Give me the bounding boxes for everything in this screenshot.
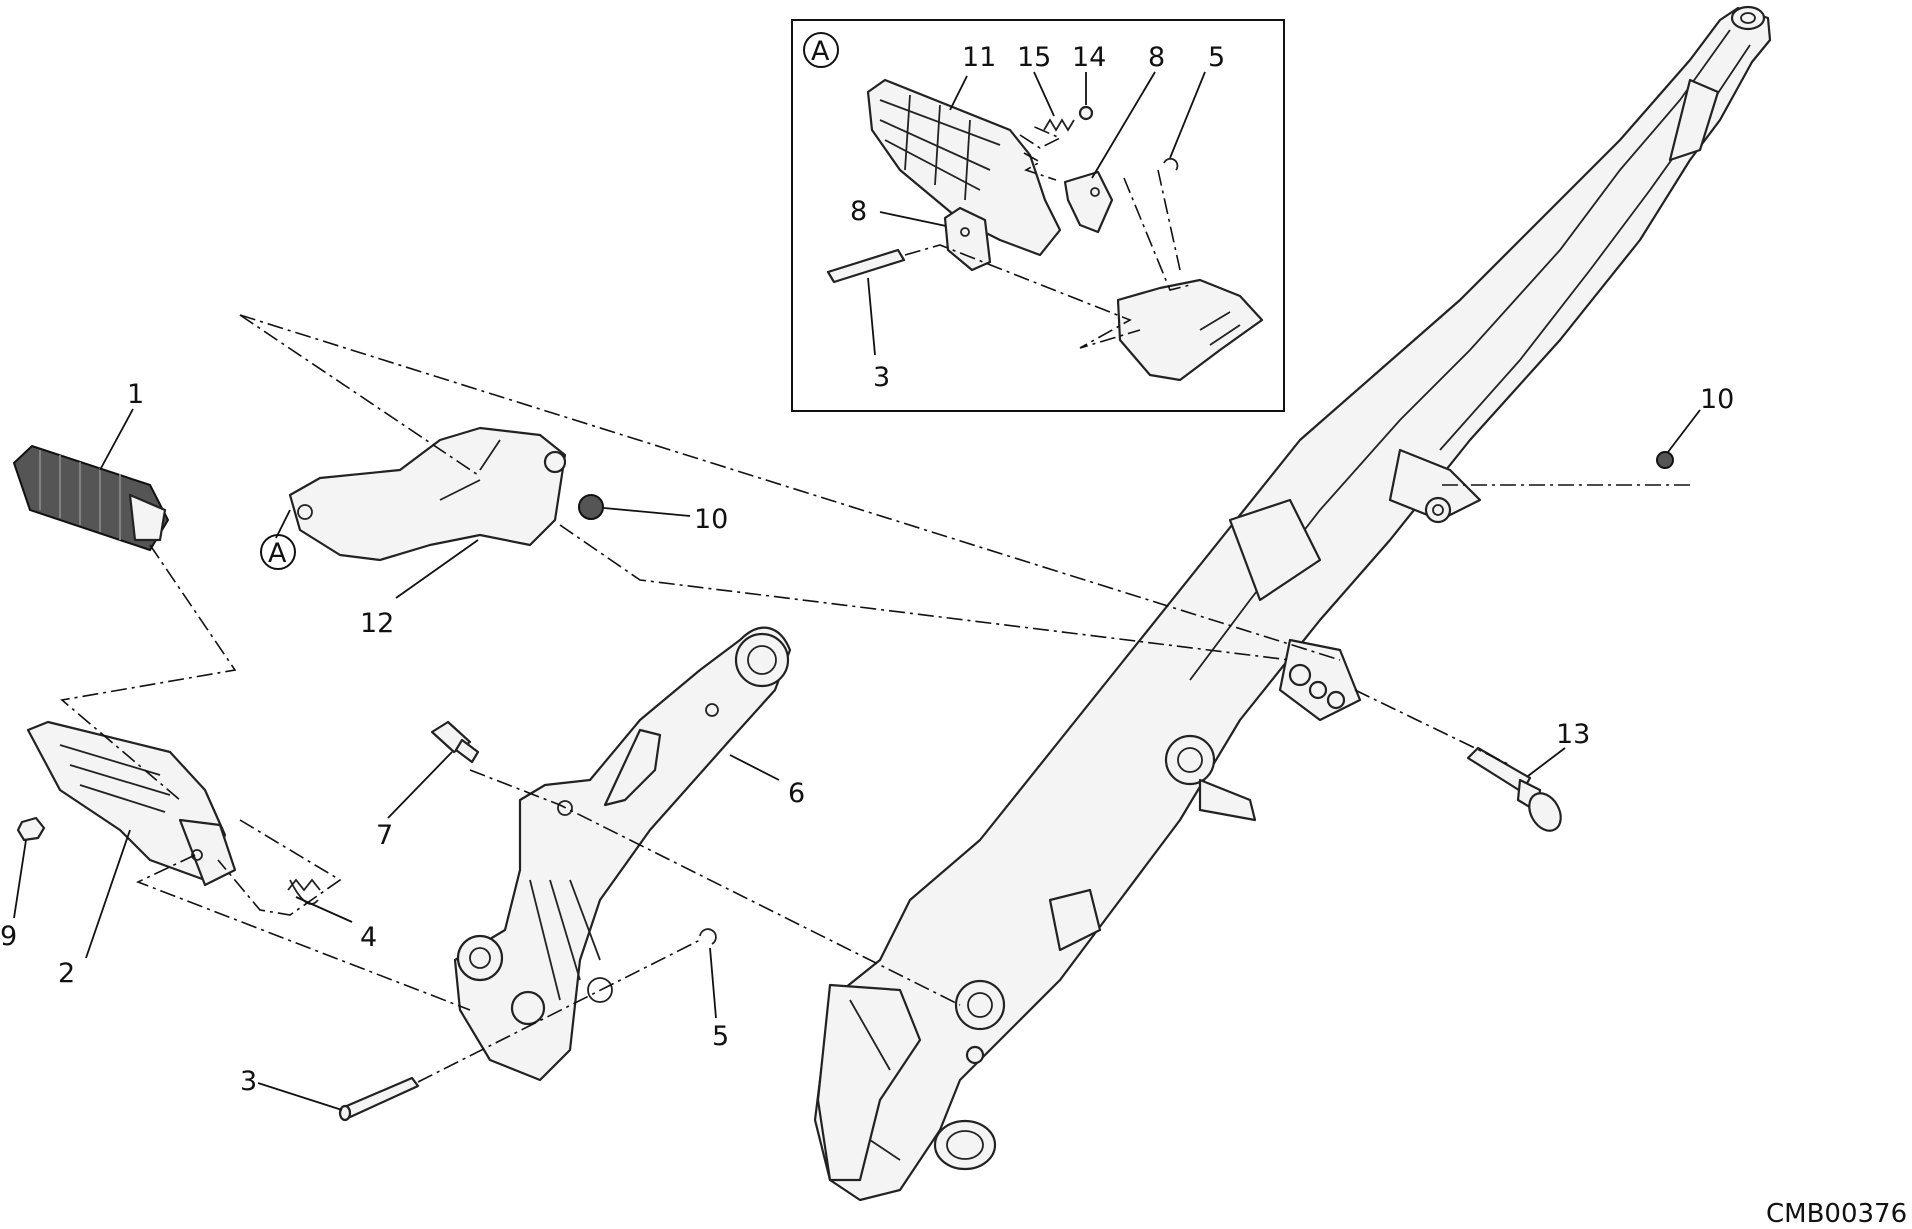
clip-5 (699, 928, 717, 945)
inset-callout-8-left: 8 (850, 196, 867, 227)
inset-callout-15: 15 (1017, 42, 1051, 73)
callout-3: 3 (240, 1066, 257, 1097)
cap-10 (578, 494, 604, 520)
pin-13 (1466, 746, 1562, 832)
callout-4: 4 (360, 922, 377, 953)
callout-labels: 1 2 3 4 5 6 7 9 10 10 12 13 A A 11 15 14… (0, 36, 1907, 1229)
drawing-code: CMB00376 (1766, 1199, 1907, 1229)
passenger-footpeg-bracket-12 (288, 426, 567, 562)
callout-9: 9 (0, 921, 17, 952)
footpeg-hanger-6 (453, 626, 792, 1082)
nut-9 (16, 816, 46, 842)
inset-callout-5: 5 (1208, 42, 1225, 73)
callout-1: 1 (127, 379, 144, 410)
inset-callout-8-top: 8 (1148, 42, 1165, 73)
bolt-7 (430, 720, 480, 764)
inset-callout-11: 11 (962, 42, 996, 73)
view-marker-a: A (268, 538, 287, 569)
callout-12: 12 (360, 608, 394, 639)
callout-6: 6 (788, 778, 805, 809)
callout-10-right: 10 (1700, 384, 1734, 415)
leader-lines (13, 408, 1701, 1111)
callout-2: 2 (58, 958, 75, 989)
nut-10-right (1656, 451, 1674, 469)
callout-13: 13 (1556, 719, 1590, 750)
detail-inset-a (791, 19, 1285, 412)
assembly-centerlines (60, 314, 1690, 1083)
callout-10: 10 (694, 504, 728, 535)
inset-callout-3: 3 (873, 362, 890, 393)
callout-5: 5 (712, 1021, 729, 1052)
callout-7: 7 (376, 820, 393, 851)
rubber-cover-1 (12, 444, 170, 552)
detail-marker-a: A (811, 36, 830, 67)
footpeg-2 (26, 720, 237, 887)
pin-3 (338, 1076, 420, 1122)
inset-callout-14: 14 (1072, 42, 1106, 73)
